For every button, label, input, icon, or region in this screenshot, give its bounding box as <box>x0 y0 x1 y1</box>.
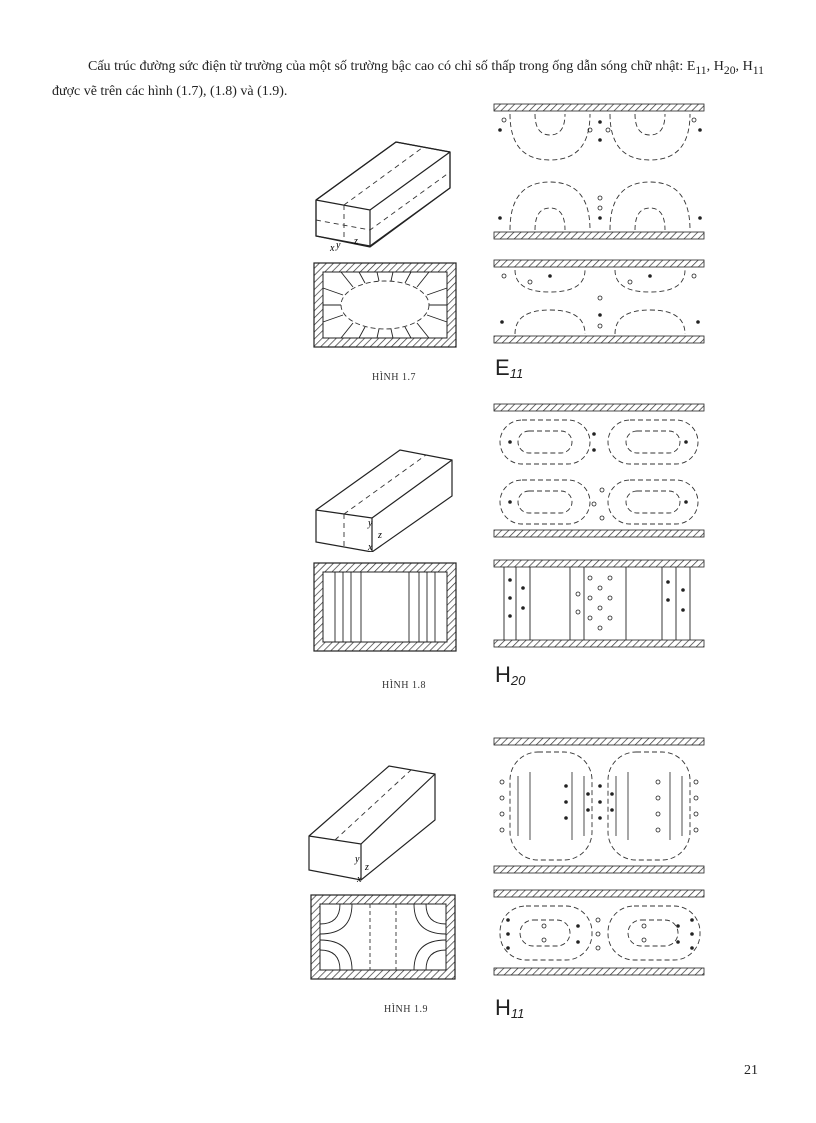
figure-1-7-field-lines <box>493 103 705 344</box>
figure-1-8-cross-section <box>313 562 457 652</box>
axis-label-x: x <box>367 542 373 552</box>
figure-1-8-mode-label: H20 <box>495 662 526 688</box>
figure-1-7-mode-label: E11 <box>495 355 524 381</box>
axis-label-x: x <box>329 243 335 252</box>
figure-1-8-field-lines <box>493 403 705 648</box>
axis-label-y: y <box>335 240 341 251</box>
axis-label-y: y <box>367 518 373 529</box>
axis-label-z: z <box>353 236 358 247</box>
figure-1-9-cross-section <box>310 894 456 980</box>
figure-1-7-caption: HÌNH 1.7 <box>372 372 416 383</box>
figure-1-8-waveguide-3d: y z x <box>315 449 453 552</box>
page-number: 21 <box>744 1063 758 1078</box>
figure-1-7-cross-section <box>313 262 457 348</box>
figure-1-9-field-lines <box>493 737 705 976</box>
figure-1-9-mode-label: H11 <box>495 995 525 1021</box>
figure-1-9-waveguide-3d: y z x <box>308 765 436 884</box>
figure-1-9-caption: HÌNH 1.9 <box>384 1004 428 1015</box>
axis-label-z: z <box>377 530 382 541</box>
axis-label-x: x <box>356 874 362 884</box>
figure-1-7-waveguide-3d: y z x <box>315 141 451 252</box>
intro-paragraph: Cấu trúc đường sức điện từ trường của mộ… <box>52 59 764 99</box>
axis-label-y: y <box>354 854 360 865</box>
figure-1-8-caption: HÌNH 1.8 <box>382 680 426 691</box>
axis-label-z: z <box>364 862 369 873</box>
